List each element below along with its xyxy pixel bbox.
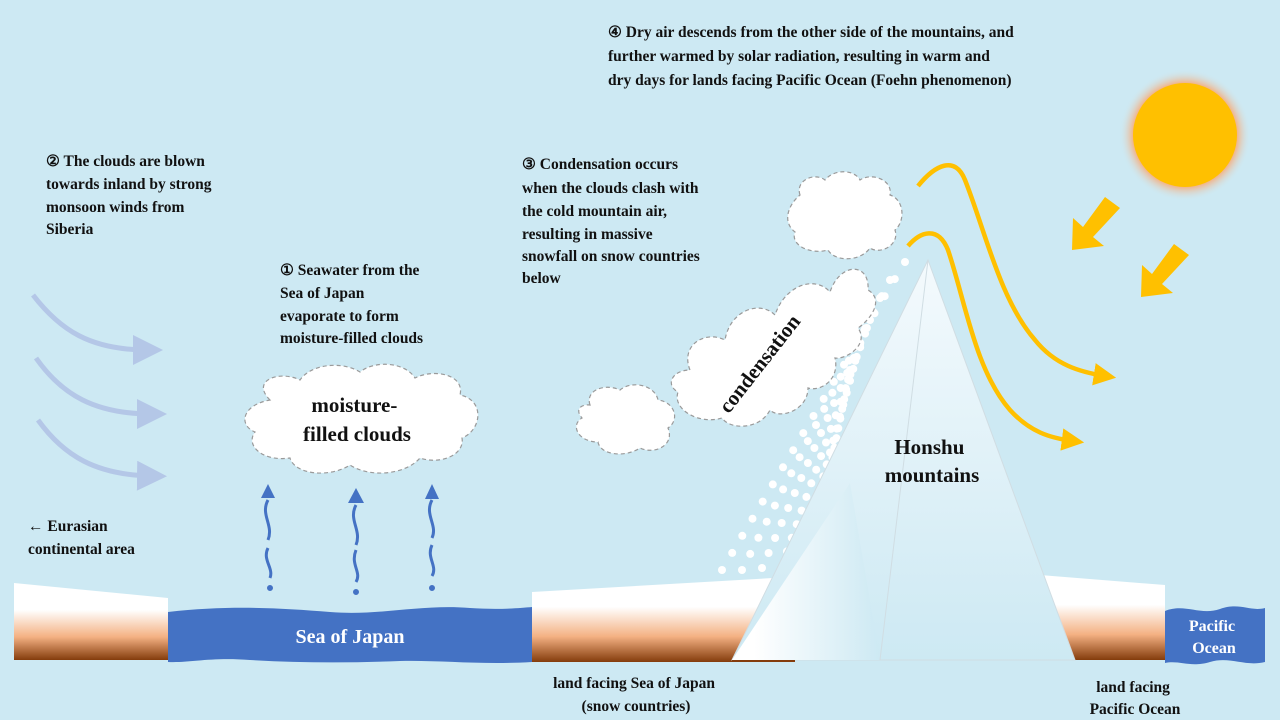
sun <box>1119 69 1251 201</box>
sea-of-japan <box>168 607 532 663</box>
snow-dot <box>836 372 845 381</box>
snow-dot <box>846 366 854 374</box>
snow-dot <box>803 459 812 467</box>
step1-text: ① Seawater from the Sea of Japan evapora… <box>280 262 423 347</box>
eurasian-land <box>14 583 168 660</box>
snow-dot <box>718 566 726 574</box>
snow-dot <box>819 394 828 403</box>
evaporation-arrows <box>261 484 439 595</box>
snow-dot <box>812 421 820 429</box>
snow-dot <box>790 489 799 497</box>
step3-text: ③ Condensation occurs when the clouds cl… <box>522 156 704 287</box>
honshu-mountains <box>731 258 1076 662</box>
snow-dot <box>758 564 766 572</box>
snow-dot <box>797 506 806 515</box>
snow-dot <box>826 424 835 433</box>
moisture-cloud-label: moisture- filled clouds <box>303 393 411 446</box>
snow-dot <box>838 404 847 413</box>
moisture-cloud <box>244 363 479 474</box>
snow-dot <box>886 276 894 284</box>
snow-dot <box>797 474 806 482</box>
snow-dot <box>842 385 851 394</box>
snow-dot <box>758 497 767 506</box>
land-japan-side-label: land facing Sea of Japan (snow countries… <box>553 675 719 715</box>
snow-dot <box>779 485 788 494</box>
snow-dot <box>829 377 838 386</box>
snow-dot <box>823 414 832 422</box>
snow-dot <box>728 548 737 557</box>
snow-dot <box>809 412 818 420</box>
snow-dot <box>762 517 771 526</box>
snow-dot <box>836 414 845 423</box>
mountains-label: Honshu mountains <box>885 435 980 487</box>
snow-dot <box>817 452 826 461</box>
land-sea-of-japan-side <box>532 577 790 662</box>
sea-of-japan-label: Sea of Japan <box>296 626 405 648</box>
dry-air-descending-arrows <box>906 163 1117 451</box>
snow-dot <box>768 480 777 489</box>
snow-dot <box>738 566 746 574</box>
snow-dot <box>840 395 849 404</box>
snow-dot <box>832 434 841 443</box>
snow-dot <box>901 258 909 266</box>
step2-text: ② The clouds are blown towards inland by… <box>46 153 215 238</box>
snow-dot <box>822 438 830 447</box>
snow-dot <box>779 463 787 472</box>
snow-dot <box>746 549 755 558</box>
solar-radiation-arrow-icon <box>1072 197 1189 297</box>
snow-dot <box>784 504 793 512</box>
snow-dot <box>861 329 870 338</box>
snow-dot <box>803 437 812 446</box>
snow-dot <box>795 453 804 462</box>
snow-dot <box>810 444 819 452</box>
snow-dot <box>812 465 821 474</box>
pacific-ocean <box>1165 606 1265 665</box>
snow-dot <box>764 549 773 557</box>
step4-text: ④ Dry air descends from the other side o… <box>608 24 1018 89</box>
snow-dot <box>852 352 861 361</box>
land-pacific-side-label: land facing Pacific Ocean <box>1090 679 1181 718</box>
snow-dot <box>876 294 884 302</box>
snow-dot <box>770 501 779 510</box>
small-cloud <box>575 384 676 455</box>
land-pacific-side <box>1040 575 1165 660</box>
snow-dot <box>817 429 825 437</box>
snow-dot <box>771 534 780 542</box>
snow-dot <box>844 375 853 384</box>
condensation-cloud <box>670 268 877 427</box>
pacific-ocean-label: Pacific Ocean <box>1189 618 1239 657</box>
snow-dot <box>830 399 839 407</box>
snow-dot <box>828 388 837 397</box>
snow-dot <box>738 531 747 540</box>
snow-dot <box>799 429 808 438</box>
snow-dot <box>748 514 757 523</box>
snow-dot <box>787 469 796 478</box>
top-cloud <box>787 171 903 260</box>
monsoon-wind-arrows <box>31 293 167 491</box>
snow-dot <box>789 446 798 455</box>
snow-dot <box>834 424 843 433</box>
eurasia-label: ← Eurasian continental area <box>28 518 135 558</box>
snow-dot <box>820 404 829 413</box>
snow-dot <box>802 492 811 501</box>
snow-dot <box>754 533 763 542</box>
snow-dot <box>777 519 786 527</box>
snow-dot <box>807 479 816 488</box>
